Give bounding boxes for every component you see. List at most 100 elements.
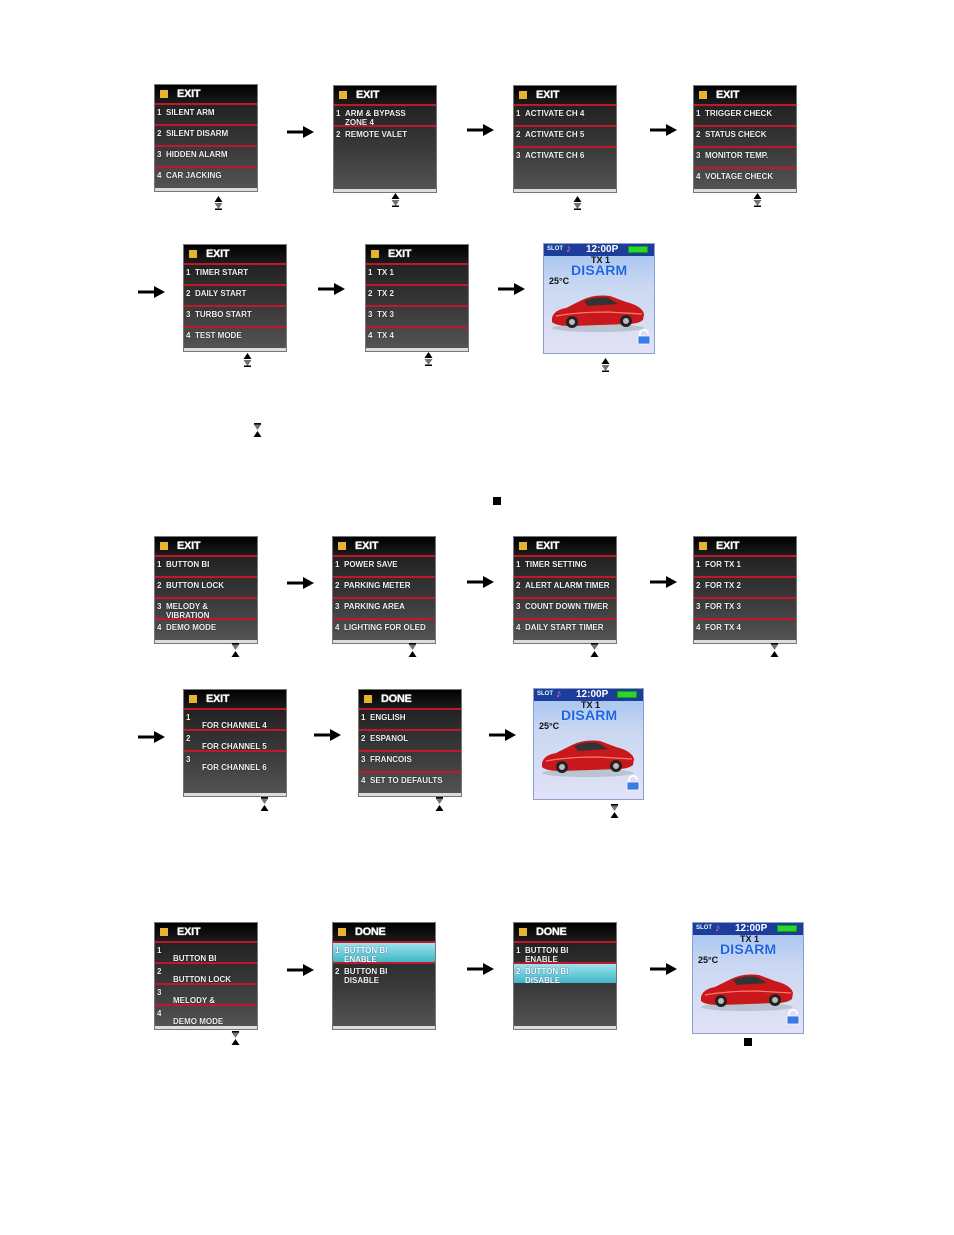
menu-title[interactable]: EXIT — [177, 88, 201, 100]
menu-title[interactable]: DONE — [381, 693, 412, 705]
menu-item-label: ENGLISH — [370, 713, 406, 722]
menu-item-label: MELODY & VIBRATION — [166, 602, 210, 618]
temperature-label: 25°C — [539, 721, 560, 731]
menu-item-number: 4 — [335, 623, 340, 632]
music-note-icon: ♪ — [715, 922, 721, 934]
menu-title[interactable]: EXIT — [716, 89, 740, 101]
scroll-up-icon — [753, 193, 762, 210]
arrow-right-icon — [287, 576, 315, 590]
car-illustration — [538, 731, 638, 784]
menu-title[interactable]: EXIT — [356, 89, 380, 101]
stop-square-icon — [744, 1038, 752, 1046]
menu-item-label: MONITOR TEMP. — [705, 151, 769, 160]
menu-item-label: BUTTON LOCK — [173, 975, 232, 983]
menu-title[interactable]: EXIT — [536, 540, 560, 552]
menu-title[interactable]: EXIT — [536, 89, 560, 101]
menu-item-number: 3 — [157, 988, 162, 997]
menu-title[interactable]: EXIT — [177, 540, 201, 552]
menu-item-number: 1 — [368, 268, 373, 277]
menu-title[interactable]: DONE — [536, 926, 567, 938]
menu-square-icon — [519, 91, 527, 99]
lock-status — [786, 1009, 800, 1030]
menu-item-label: TX 2 — [377, 289, 394, 298]
clock-time: 12:00P — [586, 244, 619, 255]
menu-item-number: 1 — [516, 946, 521, 955]
menu-item-label: MELODY & VIBRATION — [173, 996, 216, 1004]
menu-item-number: 2 — [696, 581, 701, 590]
menu-bottom-bar — [514, 189, 616, 192]
menu-title[interactable]: EXIT — [388, 248, 412, 260]
menu-title[interactable]: EXIT — [206, 248, 230, 260]
menu-title[interactable]: DONE — [355, 926, 386, 938]
car-illustration — [697, 965, 797, 1018]
menu-title[interactable]: EXIT — [206, 693, 230, 705]
arrow-right-icon — [314, 728, 342, 742]
menu-title[interactable]: EXIT — [177, 926, 201, 938]
car-image — [552, 295, 644, 332]
menu-title[interactable]: EXIT — [716, 540, 740, 552]
menu-item-label: DEMO MODE — [166, 623, 217, 632]
scroll-down-icon — [231, 643, 240, 660]
menu-item[interactable]: 1 ENGLISH — [359, 708, 461, 729]
menu-item-number: 1 — [361, 713, 366, 722]
arrow-right-icon — [287, 125, 315, 139]
menu-title[interactable]: EXIT — [355, 540, 379, 552]
